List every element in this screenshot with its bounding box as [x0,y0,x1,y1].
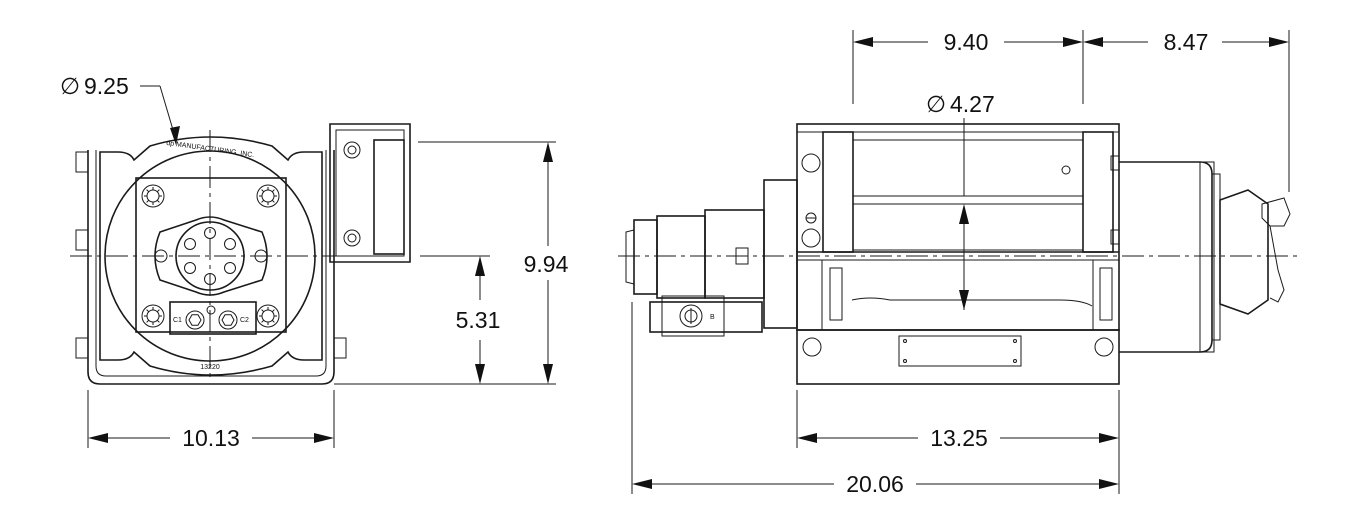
side-valve-block: B [649,295,763,337]
corner-bolt [141,304,165,328]
right-offset-dimension: 8.47 [1083,29,1290,192]
drum-length-dimension: 9.40 [852,29,1084,104]
drum-diameter-value: 4.27 [950,91,995,117]
drum-length-value: 9.40 [944,29,989,55]
base-plate [796,329,1120,385]
base-bracket [87,150,335,385]
port-label-c2: C2 [240,317,249,324]
base-length-value: 13.25 [930,425,988,451]
name-plate [898,335,1022,367]
corner-bolt [256,304,280,328]
port-label-c1: C1 [173,317,182,324]
base-length-dimension: 13.25 [796,390,1120,494]
right-offset-value: 8.47 [1164,29,1209,55]
port-fitting-c1 [185,310,205,330]
overall-length-value: 20.06 [846,471,904,497]
side-view: B ∅ 4.27 9.40 [618,29,1300,497]
height-to-center-value: 5.31 [456,307,501,333]
drum [852,139,1084,251]
drum-frame [796,123,1120,331]
valve-block [169,301,257,335]
clutch-bracket [329,123,411,263]
corner-bolt [141,184,165,208]
overall-length-dimension: 20.06 [631,302,1119,497]
gear-housing [1119,161,1213,353]
clutch-end [1219,189,1269,315]
diameter-value: 9.25 [84,73,129,99]
width-value: 10.13 [182,425,240,451]
motor-plate [135,177,287,333]
hydraulic-motor [625,179,798,329]
diameter-9-25-callout: ∅ 9.25 [60,73,180,145]
motor-flange [154,216,268,296]
width-dimension: 10.13 [87,390,335,451]
end-view: C1 C2 dp MANUFACTURING, INC. 13220 ∅ 9.2… [60,73,569,451]
diameter-symbol: ∅ [60,73,80,99]
overall-height-dimension: 9.94 [418,141,569,384]
drum-diameter-dimension: ∅ 4.27 [926,91,995,310]
height-to-center-dimension: 5.31 [334,255,556,385]
side-port-label: B [710,314,715,321]
overall-height-value: 9.94 [524,251,569,277]
housing-outline [99,136,323,376]
drum-diameter-symbol: ∅ [926,91,946,117]
port-fitting-c2 [218,310,238,330]
corner-bolt [256,184,280,208]
